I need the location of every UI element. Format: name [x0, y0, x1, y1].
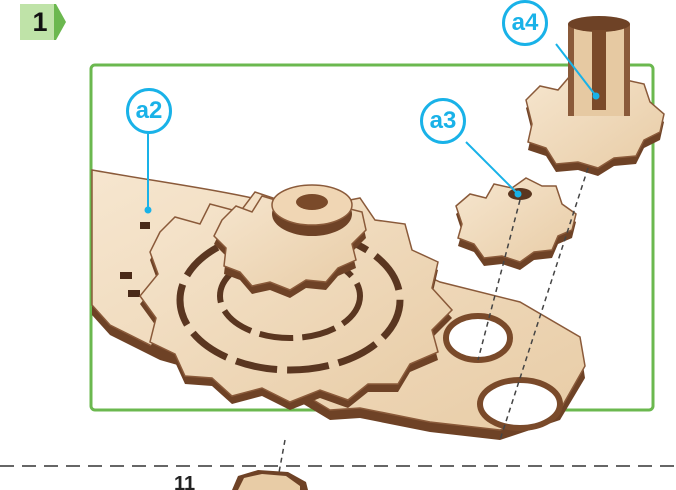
step-number: 1: [20, 4, 60, 40]
step-badge: 1: [20, 4, 68, 40]
next-step-number-partial: 11: [174, 474, 195, 490]
callout-a4: a4: [502, 0, 548, 46]
next-step-part-partial: [232, 470, 308, 490]
callout-a2: a2: [126, 88, 172, 134]
callout-a3: a3: [420, 98, 466, 144]
